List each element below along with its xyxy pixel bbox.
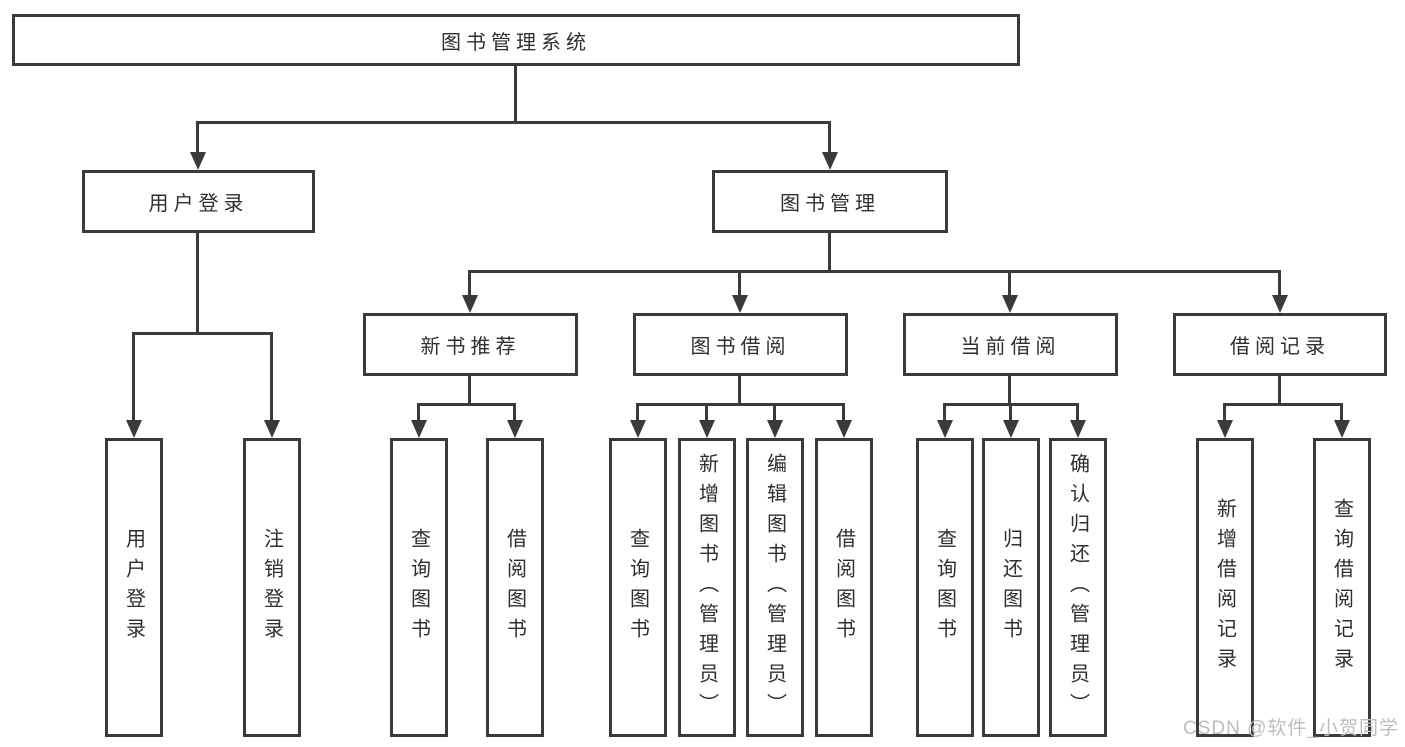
leaf-edit-book-admin: 编辑图书（管理员） [746,438,804,737]
csdn-watermark: CSDN @软件_小贺同学 [1183,718,1399,739]
connector-line [132,332,135,422]
connector-line [468,270,471,297]
leaf-add-book-admin: 新增图书（管理员） [678,438,736,737]
connector-line [842,403,845,422]
connector-line [738,270,741,297]
connector-line [636,403,845,406]
connector-line [1008,270,1011,297]
arrow-down-icon [1334,420,1350,438]
leaf-label: 确认归还（管理员） [1066,452,1089,723]
arrow-down-icon [767,420,783,438]
arrow-down-icon [411,420,427,438]
connector-line [636,403,639,422]
connector-line [1278,376,1281,406]
connector-line [132,332,273,335]
node-label: 图书管理 [780,193,880,215]
arrow-down-icon [1002,295,1018,313]
leaf-query-books-current: 查询图书 [916,438,974,737]
connector-line [468,376,471,406]
arrow-down-icon [462,295,478,313]
connector-line [1009,403,1012,422]
arrow-down-icon [836,420,852,438]
connector-line [417,403,420,422]
arrow-down-icon [1217,420,1233,438]
leaf-label: 查询图书 [626,527,649,648]
leaf-logout: 注销登录 [243,438,301,737]
arrow-down-icon [264,420,280,438]
arrow-down-icon [699,420,715,438]
leaf-label: 编辑图书（管理员） [763,452,786,723]
leaf-query-books-recommend: 查询图书 [390,438,448,737]
leaf-borrow-books-recommend: 借阅图书 [486,438,544,737]
connector-line [514,66,517,124]
connector-line [196,121,199,154]
node-label: 借阅记录 [1230,336,1330,358]
node-label: 图书管理系统 [441,31,591,54]
node-current-borrowing: 当前借阅 [903,313,1118,376]
leaf-return-books: 归还图书 [982,438,1040,737]
arrow-down-icon [732,295,748,313]
leaf-label: 归还图书 [999,527,1022,648]
node-borrowing-records: 借阅记录 [1173,313,1387,376]
node-user-login: 用户登录 [82,170,315,233]
connector-line [1278,270,1281,297]
leaf-label: 查询借阅记录 [1330,497,1353,678]
leaf-label: 借阅图书 [503,527,526,648]
connector-line [828,233,831,273]
leaf-query-books-borrowing: 查询图书 [609,438,667,737]
connector-line [773,403,776,422]
arrow-down-icon [822,152,838,170]
connector-line [1008,376,1011,406]
connector-line [1223,403,1343,406]
node-label: 新书推荐 [420,336,521,358]
connector-line [196,233,199,335]
connector-line [1223,403,1226,422]
leaf-label: 新增借阅记录 [1213,497,1236,678]
arrow-down-icon [190,152,206,170]
connector-line [513,403,516,422]
node-label: 当前借阅 [960,336,1061,358]
node-label: 用户登录 [148,193,249,215]
arrow-down-icon [1003,420,1019,438]
leaf-label: 查询图书 [407,527,430,648]
node-new-book-recommendation: 新书推荐 [363,313,578,376]
node-book-management: 图书管理 [712,170,948,233]
connector-line [417,403,516,406]
arrow-down-icon [630,420,646,438]
connector-line [705,403,708,422]
leaf-label: 注销登录 [260,527,283,648]
arrow-down-icon [1272,295,1288,313]
leaf-label: 查询图书 [933,527,956,648]
connector-line [943,403,946,422]
connector-line [738,376,741,406]
connector-line [828,121,831,154]
connector-line [196,121,831,124]
leaf-label: 用户登录 [122,527,145,648]
arrow-down-icon [937,420,953,438]
node-library-system: 图书管理系统 [12,14,1020,66]
connector-line [468,270,1281,273]
node-book-borrowing: 图书借阅 [633,313,848,376]
arrow-down-icon [126,420,142,438]
leaf-label: 新增图书（管理员） [695,452,718,723]
leaf-label: 借阅图书 [832,527,855,648]
leaf-query-borrow-record: 查询借阅记录 [1313,438,1371,737]
leaf-user-login: 用户登录 [105,438,163,737]
connector-line [270,332,273,422]
connector-line [1340,403,1343,422]
leaf-add-borrow-record: 新增借阅记录 [1196,438,1254,737]
leaf-borrow-books-borrowing: 借阅图书 [815,438,873,737]
connector-line [1076,403,1079,422]
node-label: 图书借阅 [690,336,791,358]
leaf-confirm-return-admin: 确认归还（管理员） [1049,438,1107,737]
arrow-down-icon [1070,420,1086,438]
arrow-down-icon [507,420,523,438]
